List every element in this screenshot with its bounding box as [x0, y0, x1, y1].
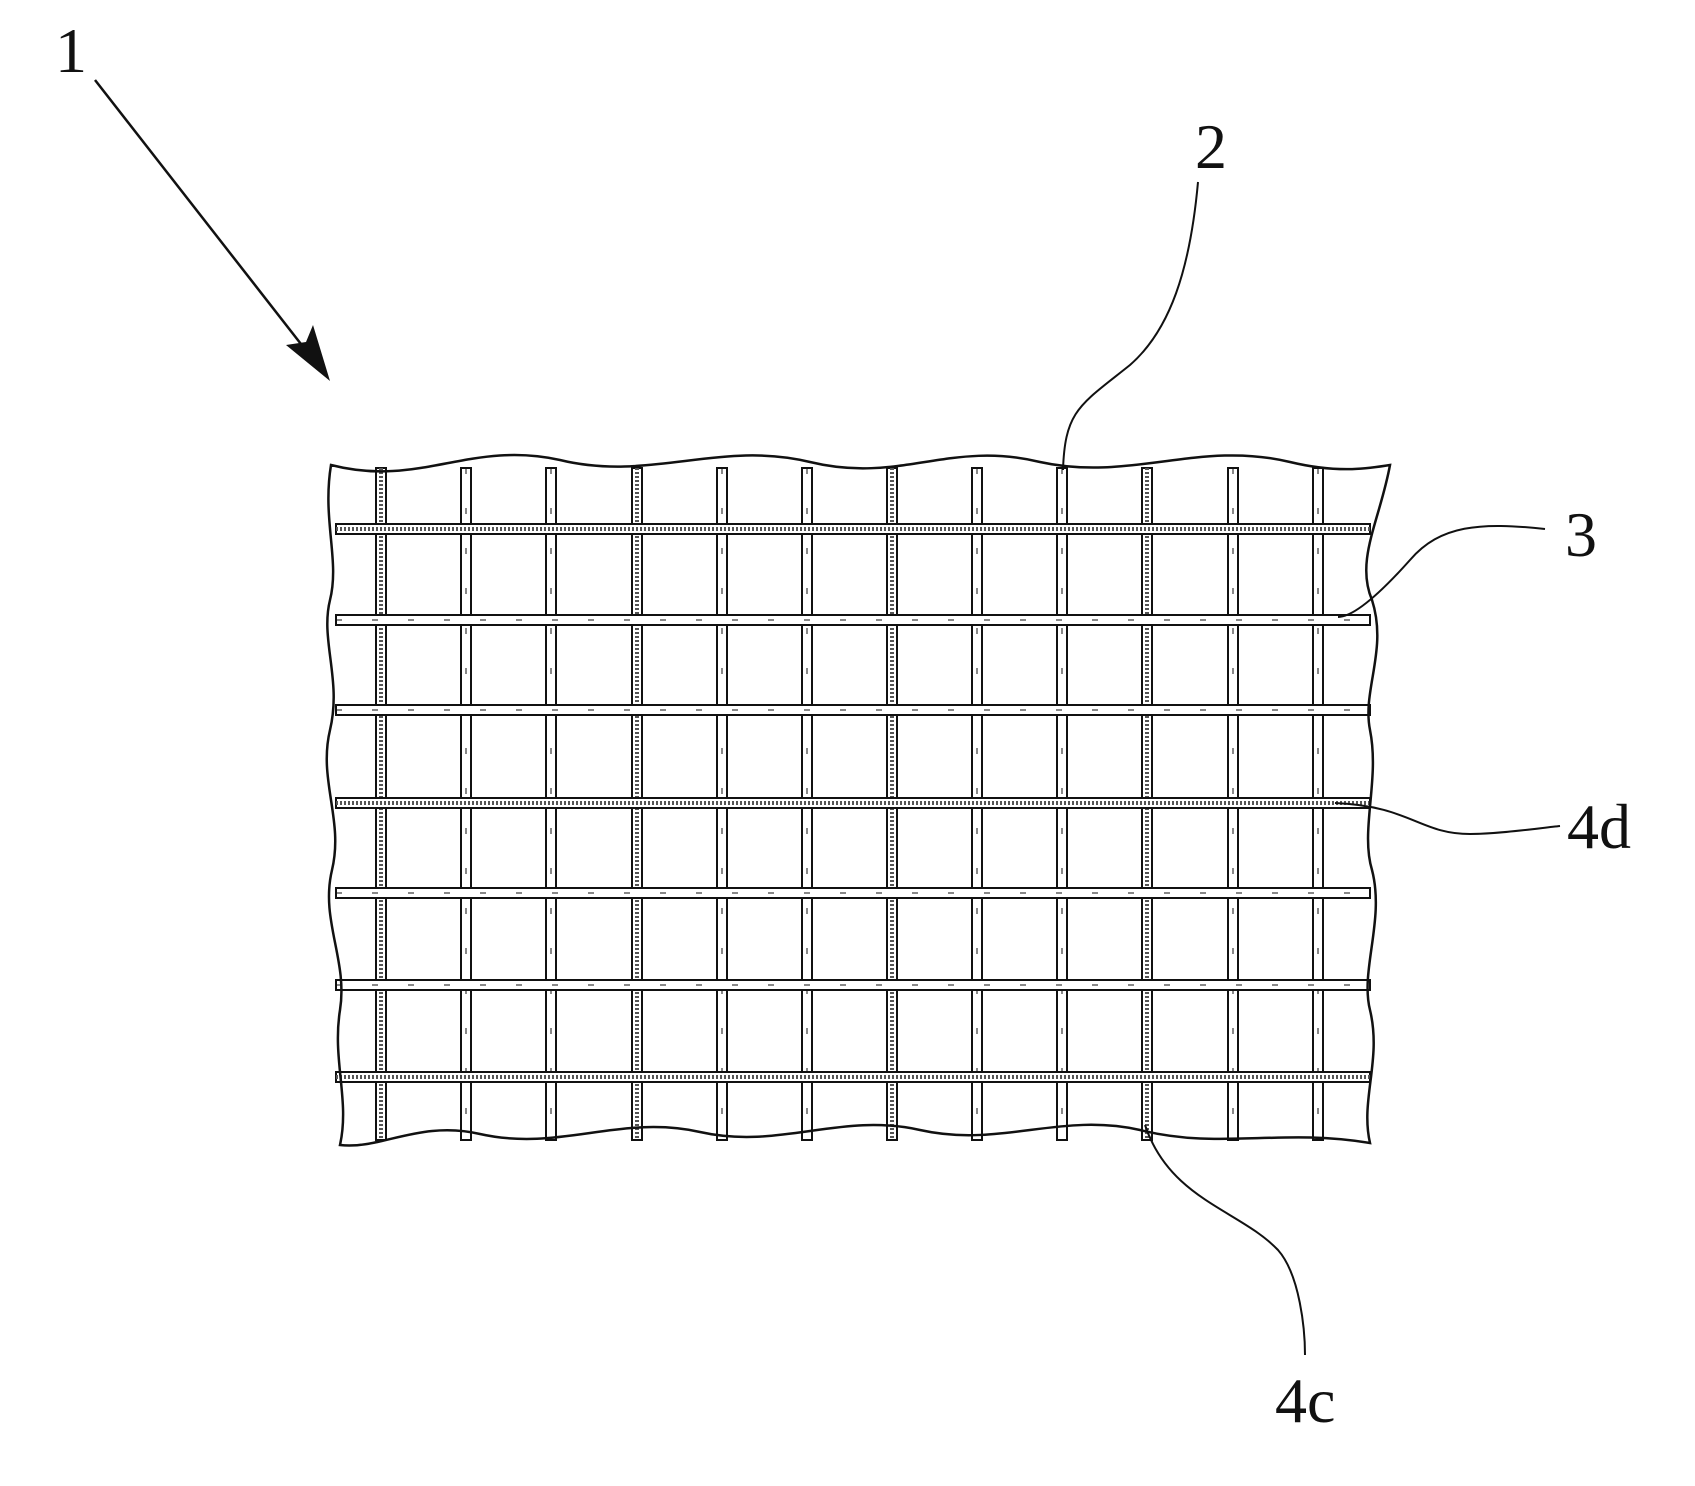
leader-3	[1338, 526, 1545, 617]
ref-label-4d: 4d	[1567, 791, 1631, 862]
leader-2	[1063, 182, 1198, 470]
horizontal-wire	[336, 888, 1370, 898]
horizontal-wire	[336, 615, 1370, 625]
horizontal-wire	[336, 980, 1370, 990]
leader-4c	[1145, 1125, 1305, 1355]
ref-label-3: 3	[1565, 499, 1597, 570]
ref-label-1: 1	[55, 15, 87, 86]
ref-label-2: 2	[1195, 111, 1227, 182]
arrow-1	[95, 80, 330, 381]
mesh-panel	[336, 468, 1370, 1140]
horizontal-wire	[336, 705, 1370, 715]
ref-label-4c: 4c	[1275, 1365, 1335, 1436]
